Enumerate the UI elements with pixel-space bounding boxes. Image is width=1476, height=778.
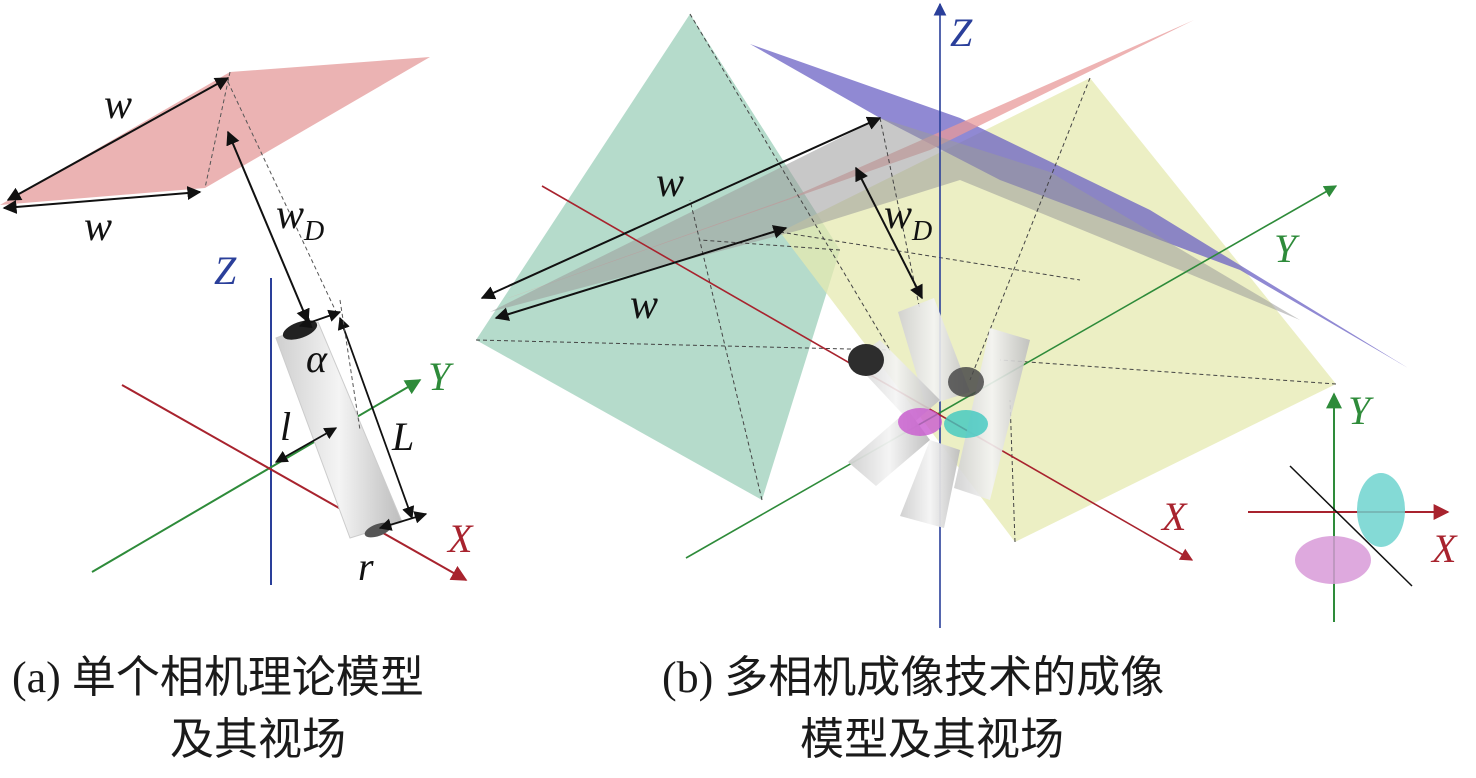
wd-arrow-b [855,166,923,300]
label-y-inset: Y [1348,388,1374,433]
L-arrow [337,316,415,520]
w-arrow-bottom-b [494,225,788,321]
camera-cylinder [275,321,403,539]
cyan-lens [944,410,988,438]
panel-b: Z w w wD Y X [475,2,1408,628]
figure-canvas: w w wD Z Y X α l L r [0,2,1458,628]
inset-diagonal [1289,465,1413,587]
caption-b-line1: (b) 多相机成像技术的成像 [662,653,1165,702]
label-L: L [391,414,414,459]
label-x-inset: X [1430,526,1458,571]
r-arrow [378,511,428,531]
caption-b-line2: 模型及其视场 [800,715,1064,764]
label-w-top-a: w [104,82,132,128]
label-w-bottom-a: w [84,204,112,250]
alpha-arrow [298,309,342,329]
w-arrow-bottom [2,186,202,214]
camera-cluster [848,298,1030,528]
l-arrow [274,427,338,463]
projection-inset: Y X [1248,388,1458,622]
label-wd-b-main: w [884,192,912,238]
dark-lens-right [948,367,984,397]
label-y-a: Y [428,354,454,399]
x-axis-a [121,384,468,581]
label-x-a: X [446,516,474,561]
panel-a: w w wD Z Y X α l L r [0,57,474,589]
label-r: r [358,544,374,589]
label-l: l [280,404,291,449]
fov-ray [227,81,339,317]
label-wd-a-sub: D [303,216,324,247]
dark-lens-left [848,344,884,376]
dash-guide [339,299,361,431]
label-w-bottom-b: w [630,282,658,328]
caption-a-line1: (a) 单个相机理论模型 [12,653,424,702]
label-z-b: Z [950,10,973,55]
label-z-a: Z [214,248,237,293]
caption-a-line2: 及其视场 [170,715,346,764]
label-x-b: X [1160,494,1188,539]
label-wd-a: wD [276,192,324,247]
pink-fov-plane [0,57,430,205]
label-w-top-b: w [656,160,684,206]
label-y-b: Y [1274,226,1300,271]
label-wd-b: wD [884,192,932,247]
label-alpha: α [306,336,328,381]
inset-cyan-ellipse [1357,473,1405,547]
inset-pink-ellipse [1295,536,1371,584]
gray-overlap-band [490,118,1300,320]
w-arrow-top [6,77,230,201]
label-wd-b-sub: D [911,216,932,247]
wd-arrow [226,130,310,324]
magenta-lens [898,408,942,436]
label-wd-a-main: w [276,192,304,238]
